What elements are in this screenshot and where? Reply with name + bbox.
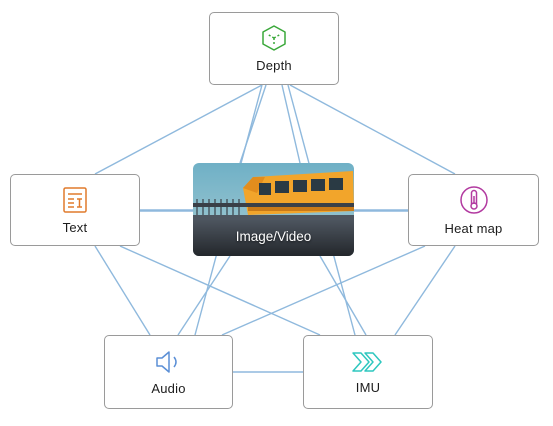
edge-depth-heatmap [289,84,456,175]
edge-heatmap-audio [221,245,426,336]
edge-heatmap-imu [394,245,456,336]
image-video-label: Image/Video [235,229,312,244]
edge-text-audio [94,245,151,336]
node-audio: Audio [104,335,233,409]
node-text: Text [10,174,140,246]
node-image-video: Image/Video [193,163,354,256]
edge-depth-text [94,84,263,175]
node-depth: Depth [209,12,339,85]
node-heat-map: Heat map [408,174,539,246]
audio-label: Audio [151,380,186,396]
document-icon [63,186,87,213]
speaker-icon [155,350,177,373]
edge-image-imu [319,255,367,336]
cube-icon [262,25,286,51]
node-imu: IMU [303,335,433,409]
heat-map-label: Heat map [444,220,503,236]
depth-label: Depth [256,58,292,73]
edge-image-audio [177,255,231,336]
thermometer-icon [459,185,488,214]
imu-label: IMU [355,379,381,395]
edge-text-imu [119,245,321,336]
text-label: Text [62,219,88,235]
double-chevron-icon [352,351,382,372]
train-photo [193,163,354,256]
edge-depth-image-2 [281,84,301,164]
